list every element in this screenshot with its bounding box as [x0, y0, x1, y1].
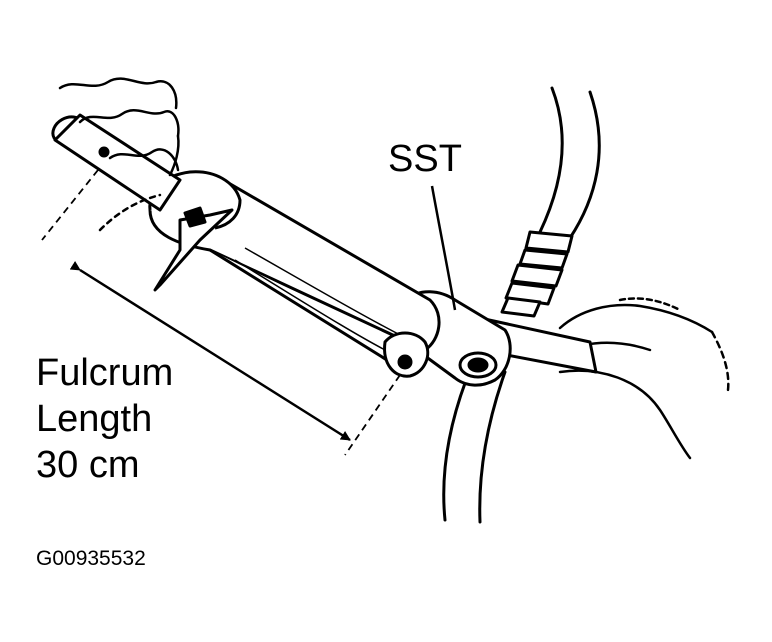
sst-leader-line — [430, 185, 457, 311]
fulcrum-label-line-2: Length — [36, 398, 153, 440]
fulcrum-label-line-1: Fulcrum — [36, 352, 174, 394]
sst-label: SST — [388, 138, 462, 180]
extension-bar — [51, 113, 182, 212]
fulcrum-label-line-3: 30 cm — [36, 444, 140, 486]
fulcrum-length-arrow-icon — [69, 260, 351, 442]
dimension-extension-lines — [41, 169, 401, 456]
flare-nut-fitting — [500, 230, 574, 318]
hand-right — [558, 297, 730, 460]
hand-left — [58, 77, 180, 232]
fulcrum-length-label: Fulcrum Length 30 cm — [36, 350, 173, 488]
figure-code: G00935532 — [36, 547, 146, 570]
brake-line-tube — [442, 86, 601, 524]
